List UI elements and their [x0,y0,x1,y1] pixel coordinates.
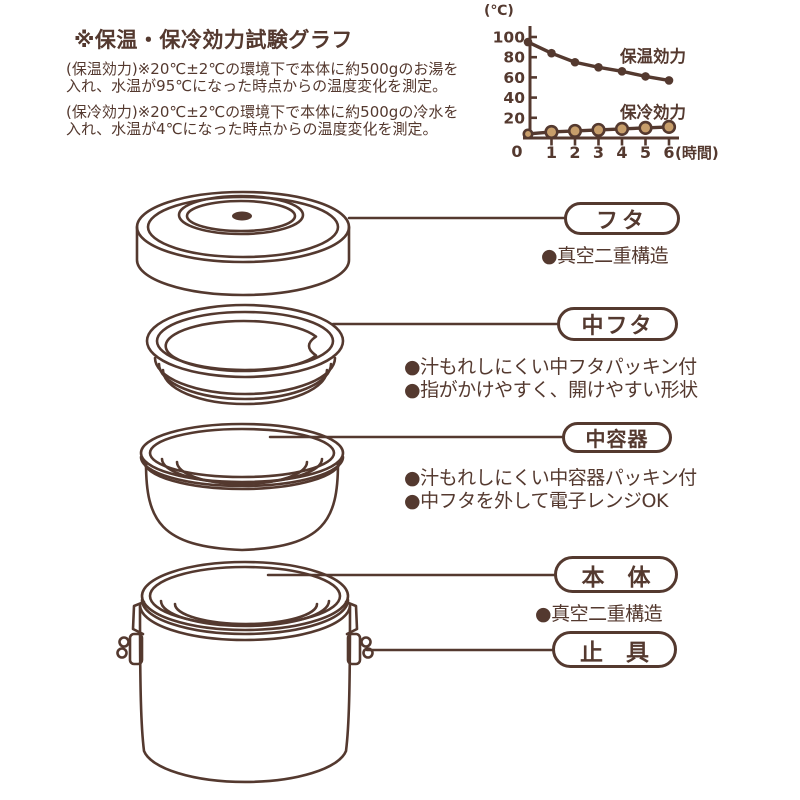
data-point-heat [617,67,627,76]
part-note-lid-vacuum: ●真空二重構造 [541,245,669,267]
part-note-inner-lid-gasket: ●汁もれしにくい中フタパッキン付 [404,356,697,378]
part-label-lid: フタ [564,202,680,235]
x-tick-label: 4 [616,143,627,162]
y-tick-label: 40 [503,89,525,107]
data-point-heat [664,76,674,85]
part-note-body-vacuum: ●真空二重構造 [535,603,663,625]
data-point-heat [523,37,533,47]
part-label-inner-container: 中容器 [562,422,672,453]
clasp-right [344,600,374,666]
body-drawing [138,560,352,784]
part-note-container-gasket: ●汁もれしにくい中容器パッキン付 [404,467,697,489]
y-tick-label-0: 0 [511,142,522,161]
inner-lid-finger-notch [164,319,318,373]
data-point-heat [594,63,603,72]
data-point-cold [522,128,534,140]
part-note-inner-lid-shape: ●指がかけやすく、開けやすい形状 [404,379,698,401]
x-axis-unit-label: (時間) [675,144,719,162]
y-tick-label: 20 [503,109,525,127]
x-tick-label: 6 [663,143,674,162]
y-tick-label: 60 [503,69,525,87]
data-point-heat [570,57,580,67]
x-tick-label: 3 [593,143,604,162]
data-point-cold [661,119,677,134]
series-label-heat: 保温効力 [619,46,686,66]
data-point-cold [567,123,583,139]
part-label-clasp: 止 具 [552,631,677,668]
part-label-inner-lid: 中フタ [557,307,678,341]
y-tick-label: 80 [503,49,525,67]
inner-container-drawing [139,422,345,552]
x-tick-label: 5 [640,143,651,162]
part-label-body: 本 体 [554,556,678,593]
y-axis-unit-label: (℃) [484,3,514,19]
x-tick-label: 2 [569,143,580,162]
clasp-left [116,600,146,666]
inner-lid-drawing [145,303,345,406]
data-point-cold [614,121,630,137]
x-tick-label: 1 [546,143,557,162]
lid-drawing [135,190,351,297]
y-tick-label: 100 [493,29,526,47]
page-title: ※保温・保冷効力試験グラフ [74,28,353,53]
data-point-heat [641,72,650,81]
lid-center-dot [232,211,252,221]
part-note-container-microwave: ●中フタを外して電子レンジOK [404,490,668,512]
series-label-cold: 保冷効力 [619,102,686,122]
data-point-heat [547,48,556,58]
data-point-cold [591,122,606,138]
note-cold-retention: (保冷効力)※20℃±2℃の環境下で本体に約500gの冷水を入れ、水温が4℃にな… [66,103,459,139]
leader-lines [266,216,568,652]
data-point-cold [544,124,559,140]
data-point-cold [638,120,653,135]
note-heat-retention: (保温効力)※20℃±2℃の環境下で本体に約500gのお湯を入れ、水温が95℃に… [66,60,459,96]
